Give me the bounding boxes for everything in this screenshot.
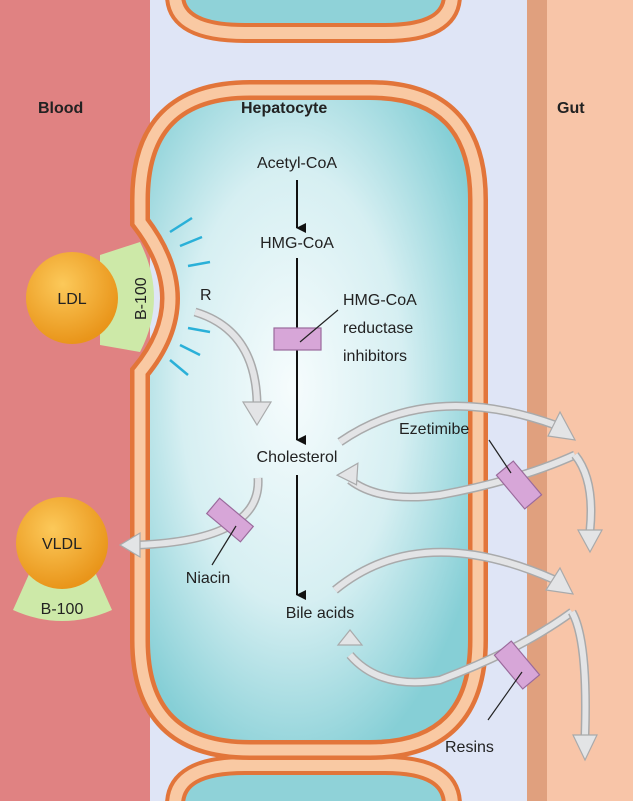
blood-label: Blood	[38, 100, 83, 117]
cholesterol-excretion-arrow	[337, 401, 577, 446]
receptor-label: R	[200, 287, 212, 304]
vldl-apo-b100	[13, 572, 112, 621]
bile-acids-label: Bile acids	[286, 605, 354, 622]
ezetimibe-drug-box	[495, 460, 543, 510]
cholesterol-label: Cholesterol	[257, 449, 338, 466]
resins-pointer	[487, 671, 523, 721]
ldl-label: LDL	[57, 291, 86, 308]
vldl-particle	[16, 497, 108, 589]
ldl-uptake-arrow	[193, 307, 273, 427]
bile-reabsorption-arrow	[336, 608, 598, 762]
hmg-coa-label: HMG-CoA	[260, 235, 334, 252]
bile-excretion-arrow	[332, 547, 575, 595]
cholesterol-reabsorption-arrow	[335, 450, 604, 554]
niacin-label: Niacin	[186, 570, 230, 587]
lower-neighbour-cell	[165, 755, 462, 801]
upper-neighbour-cell	[165, 0, 462, 43]
ezetimibe-pointer	[488, 439, 512, 474]
acetyl-coa-label: Acetyl-CoA	[257, 155, 337, 172]
vldl-apo-label: B-100	[41, 601, 84, 618]
niacin-drug-box	[205, 497, 255, 543]
statin-pointer	[299, 309, 339, 343]
statin-label-line2: reductase	[343, 320, 413, 337]
ldl-apo-b100	[100, 242, 154, 352]
resins-drug-box	[493, 640, 541, 690]
hepatocyte-label: Hepatocyte	[241, 100, 327, 117]
hepatocyte-cell	[130, 80, 488, 760]
gut-region	[547, 0, 633, 801]
vldl-label: VLDL	[42, 536, 82, 553]
ezetimibe-label: Ezetimibe	[399, 421, 469, 438]
ldl-apo-label: B-100	[133, 277, 150, 320]
statin-label-line1: HMG-CoA	[343, 292, 417, 309]
statin-label-line3: inhibitors	[343, 348, 407, 365]
gut-wall	[527, 0, 547, 801]
ldl-receptor-marks	[169, 216, 211, 376]
statin-drug-box	[273, 327, 322, 351]
ldl-particle	[26, 252, 118, 344]
blood-region	[0, 0, 150, 801]
resins-label: Resins	[445, 739, 494, 756]
gut-label: Gut	[557, 100, 585, 117]
niacin-pointer	[211, 525, 237, 566]
